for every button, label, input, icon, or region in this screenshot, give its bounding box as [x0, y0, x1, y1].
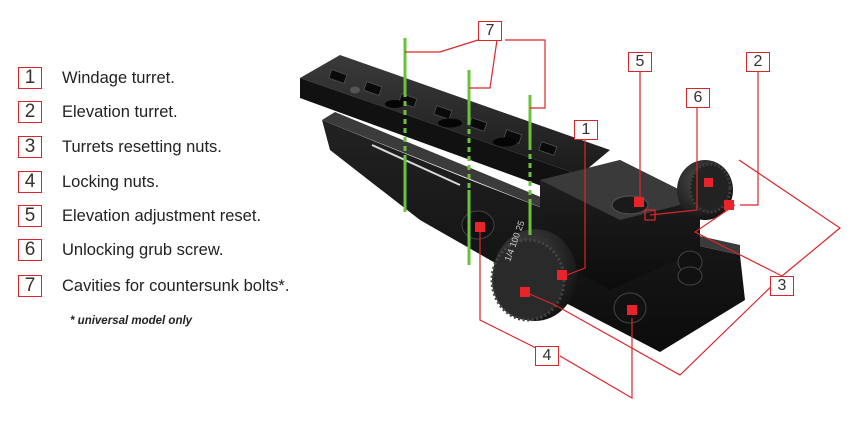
legend-item-6: 6 Unlocking grub screw. — [18, 238, 223, 262]
legend-item-7: 7 Cavities for countersunk bolts*. — [18, 274, 289, 298]
callout-2: 2 — [746, 52, 770, 72]
legend-item-4: 4 Locking nuts. — [18, 170, 159, 194]
marker-3-lower — [520, 287, 530, 297]
callout-6: 6 — [686, 88, 710, 108]
legend-item-2: 2 Elevation turret. — [18, 100, 178, 124]
legend-label: Turrets resetting nuts. — [62, 137, 222, 156]
marker-5 — [634, 197, 644, 207]
legend-label: Elevation turret. — [62, 102, 178, 121]
leader-lines — [405, 39, 842, 400]
legend-label: Unlocking grub screw. — [62, 240, 224, 259]
turret-block — [540, 160, 700, 290]
marker-6 — [644, 209, 656, 221]
marker-1 — [557, 270, 567, 280]
cavity-guide-lines — [403, 38, 532, 265]
callout-1: 1 — [574, 120, 598, 140]
marker-3-upper — [704, 178, 713, 187]
legend-label: Windage turret. — [62, 68, 175, 87]
elevation-turret — [677, 160, 733, 220]
legend-number-box: 4 — [18, 171, 42, 193]
legend-number-box: 2 — [18, 101, 42, 123]
picatinny-rail — [300, 55, 610, 200]
legend-label: Locking nuts. — [62, 172, 160, 191]
legend-number-box: 5 — [18, 205, 42, 227]
legend-item-5: 5 Elevation adjustment reset. — [18, 204, 261, 228]
legend-number-box: 3 — [18, 136, 42, 158]
legend-label: Cavities for countersunk bolts*. — [62, 276, 290, 295]
legend-number-box: 7 — [18, 275, 42, 297]
marker-2 — [724, 200, 734, 210]
footnote: * universal model only — [70, 315, 193, 327]
legend-number-box: 1 — [18, 67, 42, 89]
legend-item-1: 1 Windage turret. — [18, 66, 175, 90]
callout-4: 4 — [535, 346, 559, 366]
marker-4-right — [627, 305, 637, 315]
legend-item-3: 3 Turrets resetting nuts. — [18, 135, 222, 159]
legend-label: Elevation adjustment reset. — [62, 206, 262, 225]
legend-number-box: 6 — [18, 239, 42, 261]
callout-3: 3 — [770, 276, 794, 296]
marker-4-left — [475, 222, 485, 232]
callout-7: 7 — [478, 21, 502, 41]
legend: 1 Windage turret. 2 Elevation turret. 3 … — [0, 0, 360, 340]
callout-5: 5 — [628, 52, 652, 72]
callout-markers — [475, 178, 734, 315]
windage-turret: 1/4 100 25 — [490, 219, 577, 322]
